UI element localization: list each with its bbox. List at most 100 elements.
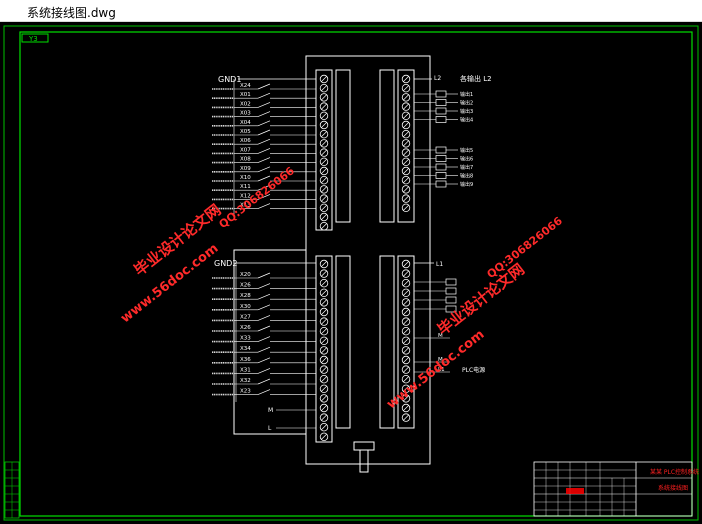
title-block: 某某 PLC控制系统 系统接线图 [533,461,699,517]
sheet-tag: Y3 [28,35,38,43]
top-input-label: X11 [240,184,251,190]
inner-frame [19,31,693,517]
terminal-screw [319,365,329,374]
terminal-screw [319,166,329,176]
output-label: 输出3 [460,108,473,115]
bottom-right-header: L1 [436,261,443,268]
bottom-input-label: X30 [240,304,251,310]
watermark-right: 毕业设计论文网 www.56doc.com [384,260,528,412]
terminal-screw [319,139,329,148]
bottom-input-label: X27 [240,314,251,320]
top-input-label: X05 [240,129,251,135]
left-margin-strip [4,461,20,519]
top-input-row: X24 [212,83,316,90]
power-connector [353,441,375,473]
bottom-terminal-strips [315,255,415,443]
terminal-screw [401,298,411,307]
output-load: 输出8 [414,172,473,180]
terminal-screw [401,375,411,384]
output-label: 输出6 [460,156,473,163]
terminal-screw [319,148,329,157]
terminal-screw [401,111,411,120]
terminal-screw [319,355,329,365]
bottom-input-label: X36 [240,357,251,363]
cad-drawing: Y3 [3,25,699,521]
watermark-left-qq: QQ:306826066 [216,164,297,231]
output-load: 输出7 [414,163,473,171]
top-right-label: 各输出 L2 [460,74,492,83]
output-load: 输出9 [414,180,473,188]
top-terminal-strips [315,69,415,231]
terminal-screw [319,413,329,422]
top-input-label: X02 [240,101,251,107]
bottom-input-label: X20 [240,272,251,278]
drawing-canvas[interactable]: Y3 [0,22,702,524]
sheet-tag-box [21,33,49,43]
terminal-screw [319,175,329,185]
bottom-input-row: X23 [212,389,316,396]
bottom-input-row: X26 [212,283,316,290]
output-label: 输出5 [460,147,473,154]
svg-text:毕业设计论文网: 毕业设计论文网 [434,260,528,339]
terminal-screw [401,269,411,278]
output-label: 输出1 [460,91,473,98]
terminal-screw [319,93,329,102]
terminal-screw [401,194,411,203]
terminal-screw [319,384,329,393]
terminal-screw [319,157,329,166]
terminal-screw [401,139,411,148]
terminal-screw [319,346,329,355]
top-input-label: X09 [240,166,251,172]
output-load: 输出6 [414,155,473,163]
terminal-screw [319,432,329,441]
terminal-screw [401,346,411,355]
bottom-input-label: X33 [240,336,251,342]
title-red: 某某 PLC控制系统 [650,468,699,476]
bottom-input-row: X27 [212,314,316,322]
top-input-row: X02 [212,101,316,109]
terminal-screw [401,365,411,374]
top-input-row: X11 [212,184,316,191]
bottom-input-row: X33 [212,336,316,343]
top-input-row: X05 [212,129,316,136]
terminal-screw [401,279,411,288]
terminal-screw [401,384,411,393]
svg-text:QQ:306826066: QQ:306826066 [216,164,297,231]
top-input-wiring: X24X01X02X03X04X05X06X07X08X09X10X11X12X… [212,79,316,218]
terminal-screw [319,269,329,278]
terminal-screw [319,259,329,269]
top-left-screws [319,74,329,231]
terminal-screw [319,317,329,326]
bottom-input-label: X26 [240,283,251,289]
bottom-input-row: X26 [212,325,316,332]
terminal-screw [401,185,411,194]
bottom-input-label: X31 [240,367,251,373]
terminal-screw [401,120,411,130]
top-input-label: X12 [240,193,251,199]
terminal-screw [401,327,411,336]
terminal-screw [319,423,329,432]
bottom-input-label: X34 [240,346,251,352]
output-label: 输出2 [460,100,473,107]
bottom-input-label: X26 [240,325,251,331]
plc-power-label: PLC电源 [462,366,485,374]
top-input-label: X06 [240,138,251,144]
terminal-screw [319,279,329,288]
top-input-label: X01 [240,92,251,98]
terminal-screw [401,355,411,365]
outer-frame [3,25,699,521]
terminal-screw [319,375,329,384]
terminal-screw [401,203,411,212]
terminal-screw [401,307,411,317]
bottom-right-screws [401,259,411,422]
output-load: 输出2 [414,99,473,107]
extra-left-m: M [268,407,273,414]
bottom-input-row: X28 [212,293,316,301]
terminal-screw [319,336,329,345]
bottom-input-label: X28 [240,293,251,299]
terminal-screw [319,111,329,120]
terminal-screw [319,129,329,139]
